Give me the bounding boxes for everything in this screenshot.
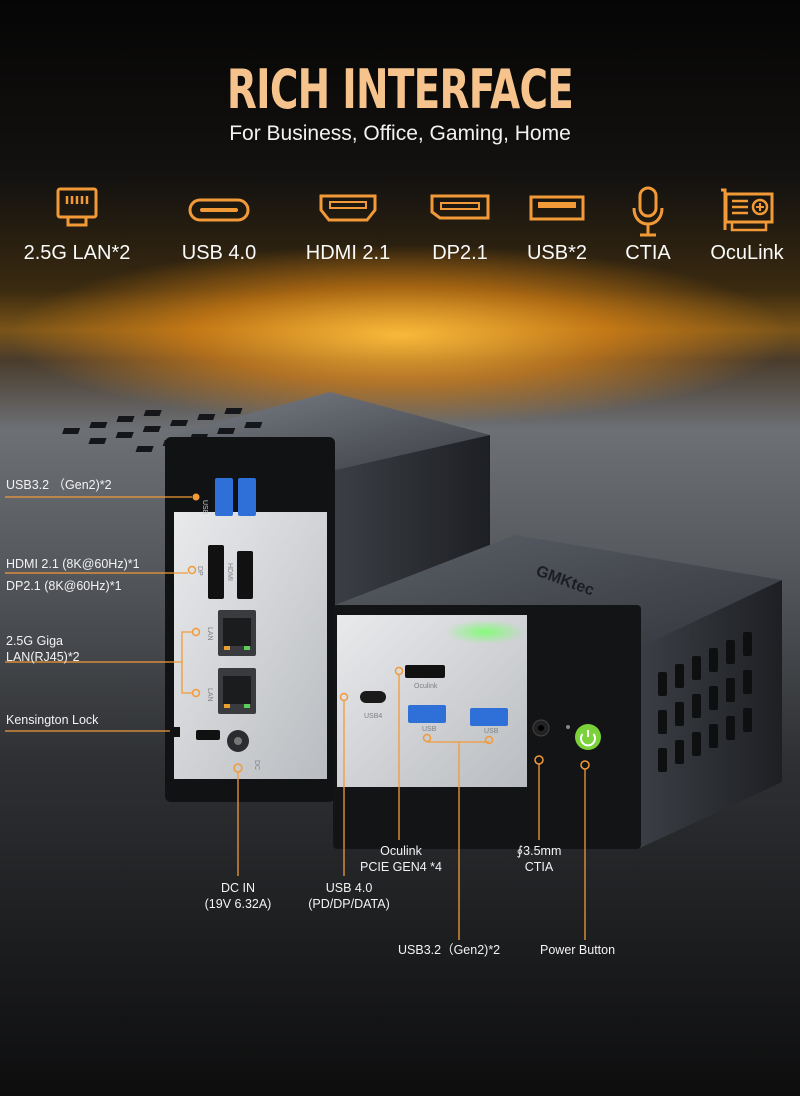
callout-dc-line2: (19V 6.32A)	[204, 897, 272, 911]
feature-label: USB*2	[526, 242, 588, 264]
dp-port	[208, 545, 224, 599]
front-usb-port-1	[408, 705, 446, 723]
hdmi-port-icon	[319, 194, 377, 222]
silk-lan-1: LAN	[206, 627, 213, 641]
callout-hdmi: HDMI 2.1 (8K@60Hz)*1	[6, 557, 140, 571]
feature-dp: DP2.1	[400, 186, 520, 265]
silk-usb-2: USB	[484, 728, 499, 735]
callout-usb4-line2: (PD/DP/DATA)	[308, 897, 390, 911]
silk-usb: USB	[201, 500, 208, 515]
feature-lan: 2.5G LAN*2	[17, 186, 137, 265]
callout-front-usb: USB3.2（Gen2)*2	[398, 943, 501, 957]
feature-label: 2.5G LAN*2	[23, 242, 131, 264]
silk-usb4: USB4	[364, 713, 382, 720]
rear-usb-port-1	[215, 478, 233, 516]
callout-usb4-line1: USB 4.0	[325, 881, 373, 895]
oculink-port	[405, 665, 445, 678]
callout-audio-line2: CTIA	[524, 860, 554, 874]
callout-audio-line1: ∮3.5mm	[516, 844, 562, 858]
callout-lan-line2: LAN(RJ45)*2	[6, 650, 80, 664]
displayport-icon	[430, 194, 490, 220]
feature-label: DP2.1	[432, 242, 488, 264]
hdmi-port	[237, 551, 253, 599]
feature-label: USB 4.0	[181, 242, 257, 264]
oculink-card-icon	[721, 188, 774, 232]
status-led	[566, 725, 570, 729]
silk-dc: DC	[253, 760, 260, 770]
silk-usb-1: USB	[422, 726, 437, 733]
feature-oculink: OcuLink	[687, 186, 800, 265]
callout-audio: ∮3.5mm CTIA	[494, 843, 584, 875]
page-title: RICH INTERFACE	[226, 58, 574, 121]
silk-oculink: Oculink	[414, 683, 438, 690]
side-vent-grille	[658, 632, 752, 772]
callout-usb4: USB 4.0 (PD/DP/DATA)	[294, 880, 404, 912]
feature-usb: USB*2	[497, 186, 617, 265]
lan-marker-dot	[191, 627, 201, 637]
page-subtitle: For Business, Office, Gaming, Home	[229, 122, 571, 145]
silk-dp: DP	[196, 566, 203, 576]
feature-label: HDMI 2.1	[305, 242, 391, 264]
usb-c-port-icon	[188, 198, 250, 222]
lan-marker-dot	[191, 688, 201, 698]
feature-label: OcuLink	[710, 242, 784, 264]
video-marker-dot	[187, 565, 197, 575]
callout-oculink: Oculink PCIE GEN4 *4	[346, 843, 456, 875]
usb-a-port-icon	[529, 195, 585, 221]
callout-lan-line1: 2.5G Giga	[6, 634, 63, 648]
usb4-marker-dot	[339, 692, 349, 702]
front-unit: GMKtec	[333, 535, 782, 849]
microphone-icon	[632, 186, 664, 237]
callout-lan: 2.5G Giga LAN(RJ45)*2	[6, 633, 80, 665]
front-usb-port-2	[470, 708, 508, 726]
silk-hdmi: HDMI	[226, 563, 233, 581]
rear-usb-port-2	[238, 478, 256, 516]
usb4-port	[360, 691, 386, 703]
callout-dc-in: DC IN (19V 6.32A)	[188, 880, 288, 912]
led-glow	[445, 620, 525, 644]
silk-lan-2: LAN	[206, 688, 213, 702]
callout-kensington: Kensington Lock	[6, 713, 99, 727]
callout-dc-line1: DC IN	[220, 881, 256, 895]
callout-rear-usb: USB3.2 （Gen2)*2	[6, 478, 112, 492]
callout-dp: DP2.1 (8K@60Hz)*1	[6, 579, 122, 593]
feature-ctia: CTIA	[588, 186, 708, 265]
feature-usb4: USB 4.0	[159, 186, 279, 265]
oculink-marker-dot	[394, 666, 404, 676]
callout-oculink-line1: Oculink	[380, 844, 422, 858]
kensington-slot	[196, 730, 220, 740]
leader-lines	[5, 496, 586, 940]
feature-label: CTIA	[625, 242, 671, 264]
usb-marker-dot	[192, 493, 200, 501]
callout-power-button: Power Button	[540, 943, 616, 957]
feature-hdmi: HDMI 2.1	[288, 186, 408, 265]
ethernet-port-icon	[56, 187, 98, 227]
callout-oculink-line2: PCIE GEN4 *4	[360, 860, 442, 874]
